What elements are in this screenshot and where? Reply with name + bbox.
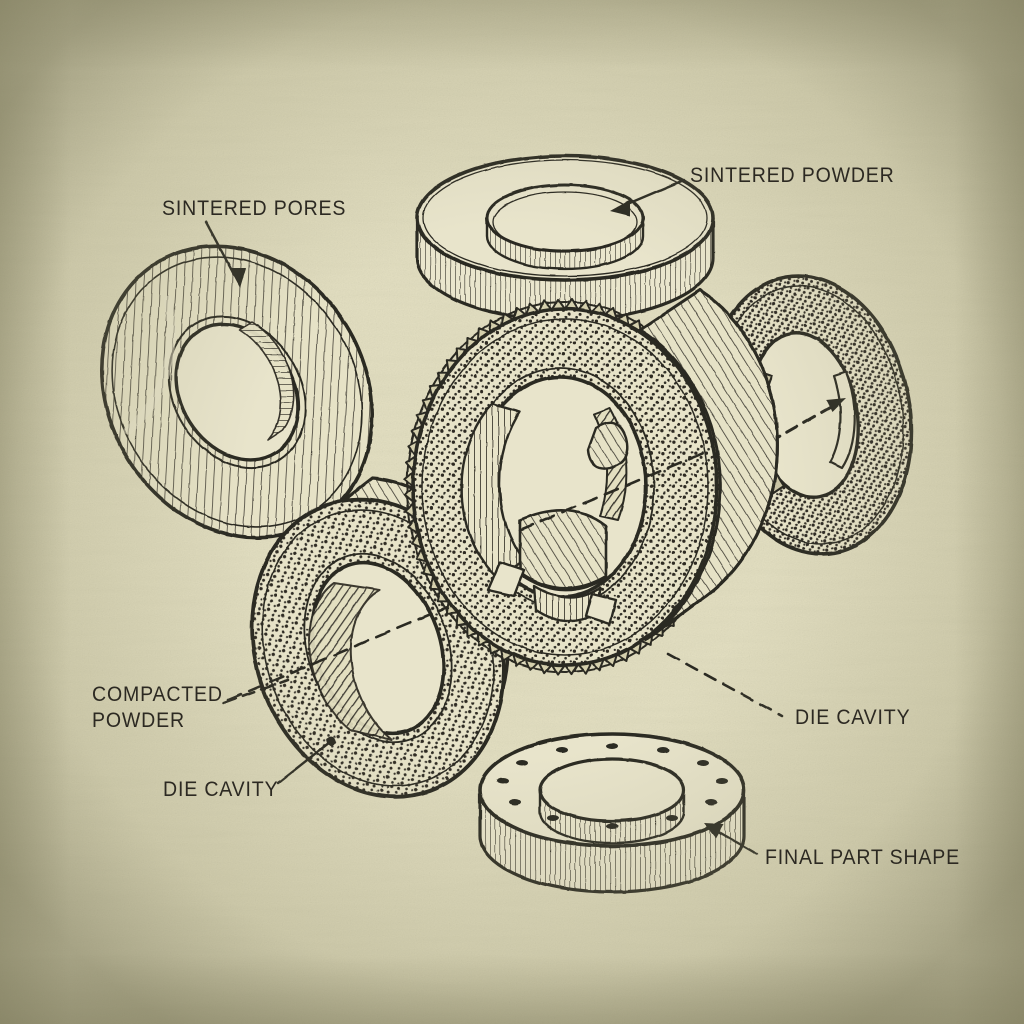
label-die-cavity-right: DIE CAVITY — [795, 706, 911, 729]
label-final-part-shape: FINAL PART SHAPE — [765, 846, 961, 869]
label-compacted-powder: COMPACTED POWDER — [92, 683, 223, 732]
label-die-cavity-left: DIE CAVITY — [163, 778, 279, 801]
label-sintered-pores: SINTERED PORES — [162, 197, 347, 220]
label-sintered-powder: SINTERED POWDER — [690, 164, 895, 187]
